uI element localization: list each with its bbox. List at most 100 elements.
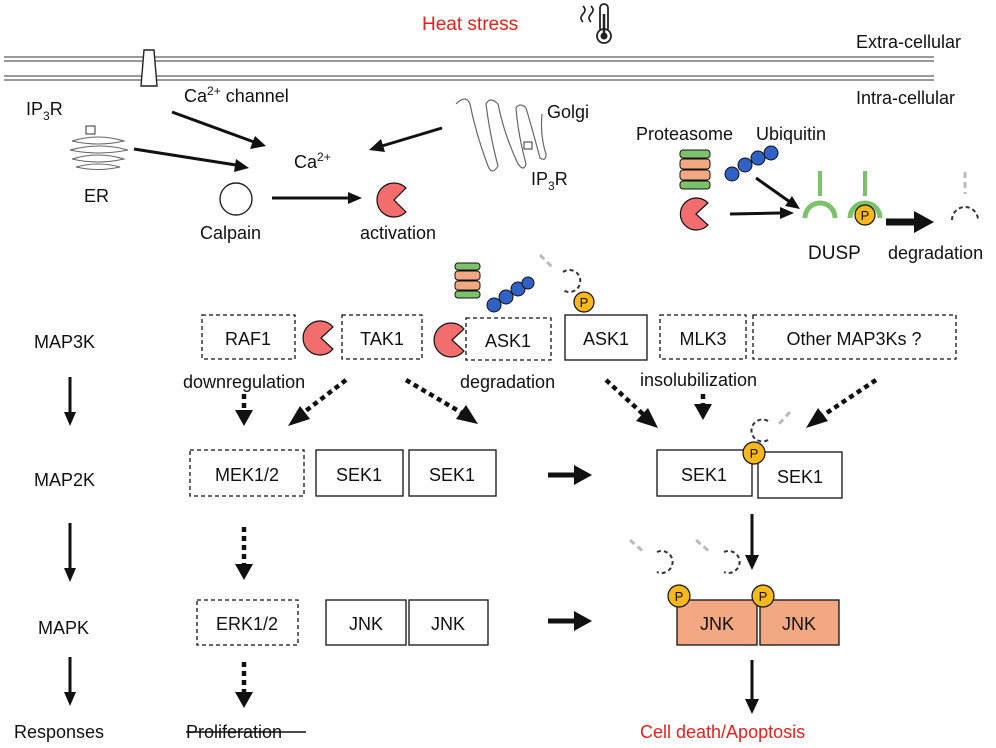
intra-cellular-label: Intra-cellular [856, 88, 955, 108]
arrow-calpain-to-activation [272, 192, 362, 204]
svg-text:TAK1: TAK1 [360, 329, 404, 349]
sek1-phospho-icon: P [742, 441, 766, 465]
node-jnk-a: JNK [325, 599, 407, 646]
active-calpain-icon [376, 182, 407, 218]
node-erk12: ERK1/2 [196, 599, 299, 646]
degradation-label: degradation [460, 372, 555, 392]
arrow-mapk-to-responses [64, 657, 76, 706]
node-sek1-a: SEK1 [315, 449, 404, 497]
arrow-erk-to-proliferation [235, 662, 253, 708]
node-ask1-phospho: ASK1 [564, 314, 648, 361]
calpain-raf1-icon [302, 320, 334, 356]
calpain-icon [219, 182, 253, 216]
extra-cellular-label: Extra-cellular [856, 32, 961, 52]
proteasome-label: Proteasome [636, 124, 733, 144]
arrow-other-to-sek [806, 378, 878, 428]
svg-text:MLK3: MLK3 [679, 329, 726, 349]
dusp-label: DUSP [808, 243, 861, 264]
arrow-tak1-to-sek [404, 378, 478, 424]
node-other-map3ks: Other MAP3Ks ? [752, 314, 957, 360]
node-mek12: MEK1/2 [189, 449, 305, 497]
arrow-map3k-to-map2k [64, 377, 76, 426]
activation-label: activation [360, 223, 436, 243]
node-jnk-b: JNK [408, 599, 489, 646]
proteasome-calpain-icon [679, 197, 709, 231]
arrow-ubiquitin-to-dusp [755, 176, 800, 209]
arrow-jnk-activation [548, 611, 592, 631]
svg-text:ASK1: ASK1 [583, 329, 629, 349]
svg-text:SEK1: SEK1 [336, 465, 382, 485]
ubiquitin-ask1-icon [486, 276, 535, 313]
downregulation-label: downregulation [183, 372, 305, 392]
svg-text:SEK1: SEK1 [777, 467, 823, 487]
ca-ion-label: Ca2+ [294, 150, 331, 172]
ask1-phospho-icon: P [573, 291, 595, 313]
dusp-left-icon [802, 171, 838, 219]
node-sek1-b: SEK1 [408, 449, 497, 497]
node-jnk-c: JNK [676, 599, 758, 646]
arrow-channel-to-ca [171, 110, 266, 149]
ca-channel-label: Ca2+ channel [184, 84, 289, 106]
svg-text:JNK: JNK [700, 614, 734, 634]
svg-text:Other MAP3Ks ?: Other MAP3Ks ? [786, 329, 921, 349]
er-icon [69, 125, 129, 170]
svg-text:ERK1/2: ERK1/2 [216, 614, 278, 634]
svg-text:ASK1: ASK1 [485, 331, 531, 351]
er-label: ER [84, 186, 109, 206]
dusp-right-icon: P [847, 171, 883, 226]
svg-text:P: P [759, 589, 768, 604]
svg-text:SEK1: SEK1 [429, 465, 475, 485]
node-ask1-degraded: ASK1 [465, 317, 552, 361]
ip3r-right-label: IP3R [531, 169, 568, 193]
svg-text:P: P [580, 295, 589, 310]
node-tak1: TAK1 [341, 314, 423, 360]
level-responses: Responses [14, 722, 104, 742]
arrow-proteasome-to-dusp [729, 207, 794, 219]
svg-text:JNK: JNK [431, 614, 465, 634]
arrow-sek-activation [548, 465, 592, 485]
thermometer-icon [580, 3, 612, 44]
arrow-er-to-ca [133, 147, 249, 172]
svg-text:MEK1/2: MEK1/2 [215, 465, 279, 485]
svg-text:SEK1: SEK1 [681, 465, 727, 485]
calpain-ask1-icon [433, 322, 465, 358]
node-sek1-c: SEK1 [656, 449, 753, 497]
calpain-label: Calpain [200, 223, 261, 243]
golgi-icon [455, 98, 547, 172]
svg-text:P: P [750, 446, 759, 461]
jnk-d-phospho-icon: P [751, 584, 775, 608]
svg-text:JNK: JNK [349, 614, 383, 634]
dusp-ghost-ask1-icon [538, 253, 582, 293]
arrow-mek-to-erk [235, 527, 253, 580]
node-raf1: RAF1 [201, 314, 296, 360]
ca-channel-icon [140, 49, 158, 87]
degradation-top-label: degradation [888, 243, 983, 263]
node-jnk-d: JNK [759, 599, 840, 646]
node-mlk3: MLK3 [659, 314, 747, 360]
phospho-label: P [861, 208, 870, 223]
node-sek1-d: SEK1 [757, 451, 843, 499]
golgi-label: Golgi [547, 102, 589, 122]
insolubilization-label: insolubilization [640, 370, 757, 390]
jnk-c-phospho-icon: P [667, 584, 691, 608]
ip3r-left-label: IP3R [26, 99, 63, 123]
proteasome-ask1-icon [454, 262, 481, 299]
svg-text:RAF1: RAF1 [225, 329, 271, 349]
dusp-ghost-jnk-b-icon [695, 538, 741, 574]
dusp-ghost-sek-icon [750, 410, 792, 443]
level-map2k: MAP2K [34, 470, 95, 490]
arrow-raf1-to-mek [235, 394, 253, 426]
arrow-ask1-to-sek [604, 378, 658, 428]
svg-text:P: P [675, 589, 684, 604]
proteasome-icon [679, 149, 711, 190]
dusp-ghost-jnk-a-icon [629, 538, 674, 574]
svg-text:JNK: JNK [782, 614, 816, 634]
cell-membrane [4, 56, 934, 81]
degraded-dusp-icon [951, 172, 979, 221]
arrow-tak1-to-mek [288, 378, 348, 426]
arrow-sek-to-jnk [745, 514, 759, 570]
arrow-golgi-to-ca [369, 126, 443, 152]
arrow-dusp-to-degradation [886, 211, 934, 233]
